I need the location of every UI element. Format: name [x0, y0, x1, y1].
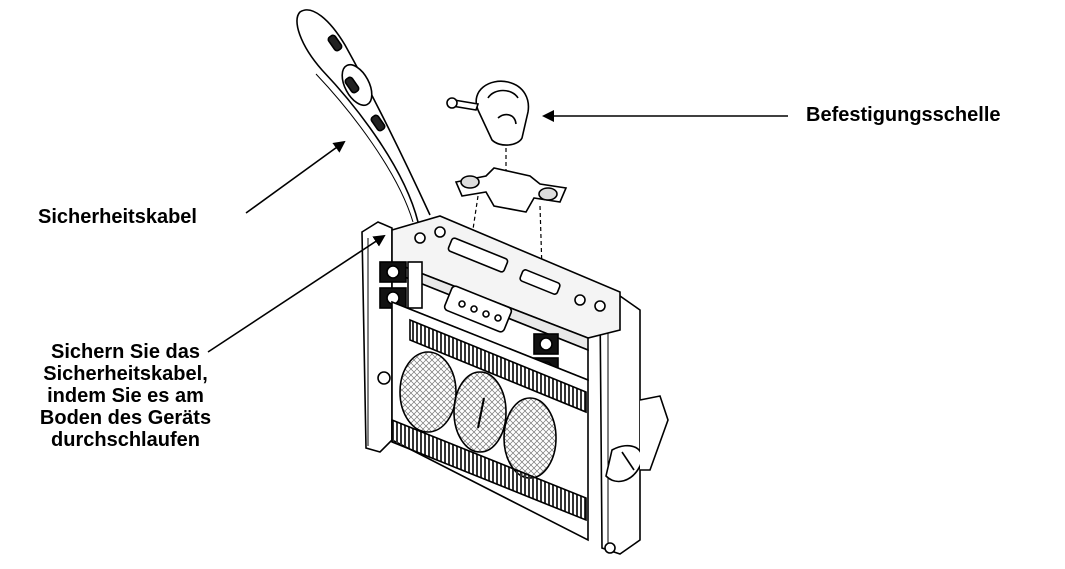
- arrow-to-fixture: [207, 234, 386, 353]
- mounting-clamp: [446, 80, 530, 170]
- safety-cable-label: Sicherheitskabel: [38, 206, 197, 228]
- instruction-line: Boden des Geräts: [39, 407, 212, 429]
- instruction-line: Sichern Sie das: [51, 341, 200, 363]
- mounting-bracket: [454, 167, 568, 271]
- secure-cable-instruction: Sichern Sie das Sicherheitskabel, indem …: [18, 341, 233, 451]
- instruction-line: indem Sie es am: [47, 385, 204, 407]
- safety-cable: [296, 9, 431, 223]
- clamp-label: Befestigungsschelle: [806, 104, 1001, 126]
- instruction-line: durchschlaufen: [51, 429, 200, 451]
- arrow-to-cable: [245, 140, 346, 214]
- instruction-line: Sicherheitskabel,: [43, 363, 208, 385]
- callout-arrows: [207, 110, 788, 353]
- fixture-body: [361, 215, 669, 555]
